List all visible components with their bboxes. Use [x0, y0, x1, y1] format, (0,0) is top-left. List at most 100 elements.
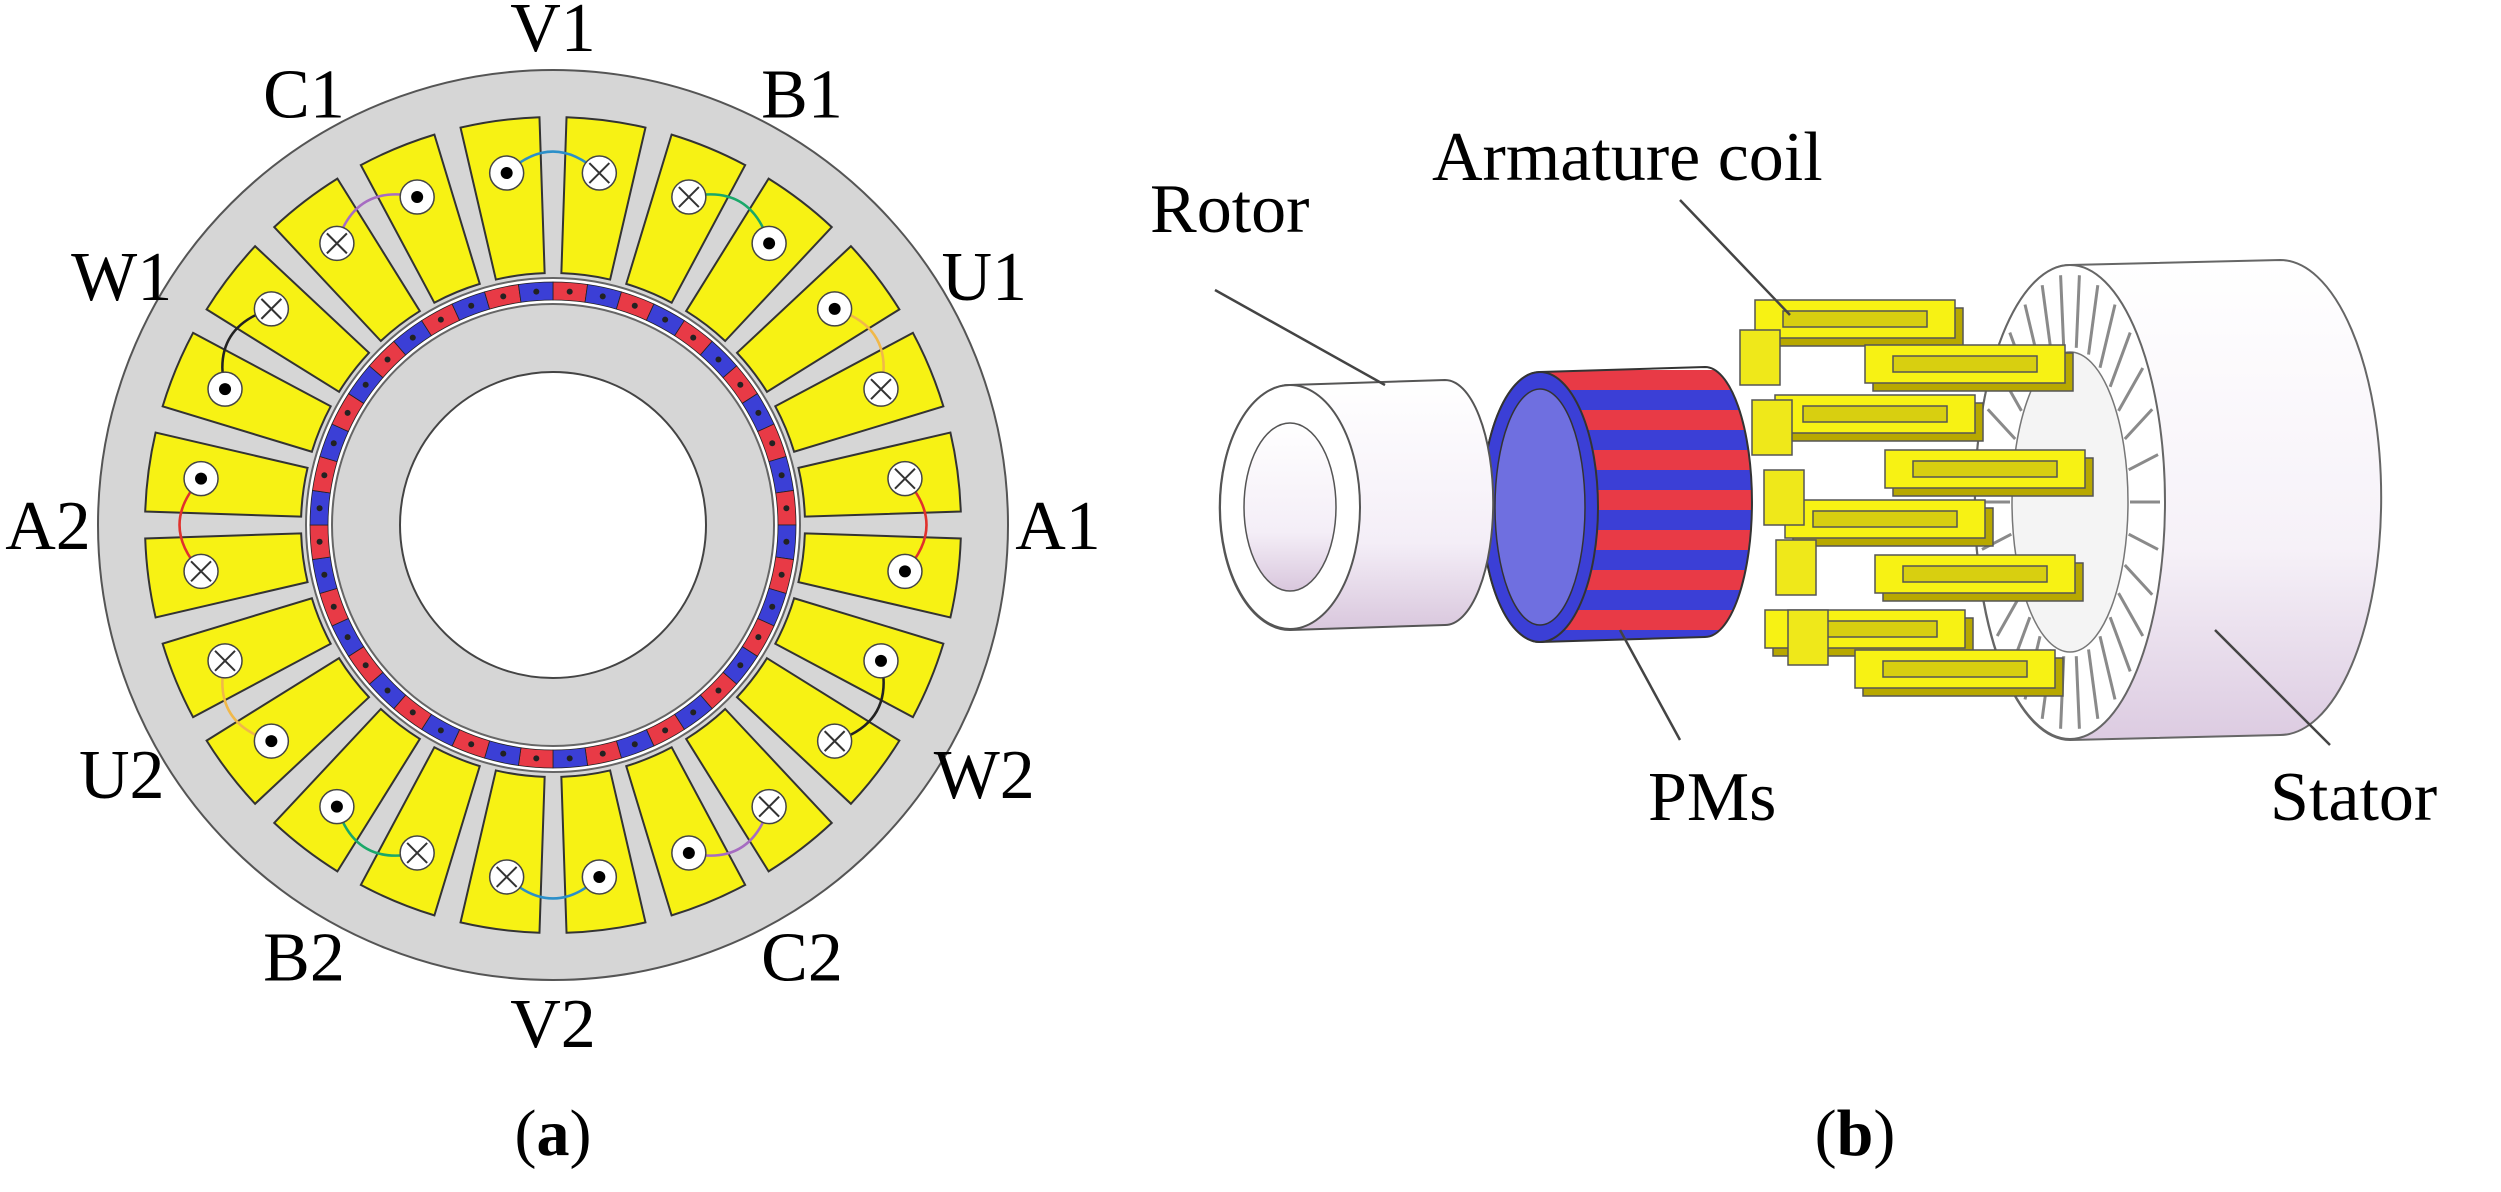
pm-arrow [384, 356, 391, 363]
phase-label-w2: W2 [934, 737, 1035, 814]
dot-mark [593, 870, 606, 883]
stator-tooth [2127, 453, 2159, 472]
stator-slot [684, 707, 834, 873]
pm-arrow [566, 288, 573, 295]
phase-label-w1: W1 [71, 239, 172, 316]
rotor-label: Rotor [1150, 171, 1309, 248]
stator-slots [144, 116, 962, 934]
caption-b: (b) [1815, 1097, 1896, 1170]
stator-slot [684, 177, 834, 343]
stator-slot [625, 133, 747, 305]
phase-label-a1: A1 [1015, 488, 1101, 565]
stator-slot [161, 331, 333, 453]
pm-arrow [769, 440, 776, 447]
pm-arrow [715, 356, 722, 363]
pm-arrow [737, 662, 744, 669]
cross-mark [758, 795, 780, 818]
coil-window [1902, 565, 2048, 583]
stator-tooth [2098, 304, 2117, 369]
pm-cylinder [1481, 365, 1753, 644]
pm-arrow [690, 709, 697, 716]
coil-window [1912, 460, 2058, 478]
stator-inner-bore [2011, 351, 2129, 653]
pm-arrow [755, 409, 762, 416]
pm-arrow [662, 316, 669, 323]
pm-arrow [362, 381, 369, 388]
pm-arrow [631, 741, 638, 748]
armature-coil-label: Armature coil [1432, 119, 1823, 196]
stator-tooth [2074, 656, 2081, 729]
phase-label-a2: A2 [5, 488, 91, 565]
winding-connections [178, 150, 928, 900]
pm-arrow [755, 634, 762, 641]
coil-end [1787, 609, 1829, 666]
phase-label-u1: U1 [941, 239, 1027, 316]
stator-tooth [2098, 635, 2117, 700]
pm-arrow [715, 687, 722, 694]
stator-label: Stator [2270, 759, 2437, 836]
rotor-leader [1214, 288, 1386, 387]
stator-slot [560, 116, 647, 281]
stator-tooth [1986, 408, 2017, 440]
pm-arrow [344, 409, 351, 416]
stator-slot [797, 532, 962, 619]
pm-arrow [384, 687, 391, 694]
pm-arrow [690, 334, 697, 341]
cross-mark [260, 298, 283, 320]
pm-arrow [566, 755, 573, 762]
pm-arrow [500, 750, 507, 757]
pm-arrow [783, 505, 790, 512]
stator-slot [773, 331, 945, 453]
pm-arrow [778, 472, 785, 479]
pm-arrow [783, 538, 790, 545]
pm-arrow [500, 293, 507, 300]
pm-arrow [330, 603, 337, 610]
phase-label-b2: B2 [263, 919, 345, 996]
caption-a-letter: a [537, 1097, 570, 1170]
pm-arrow [778, 571, 785, 578]
stator-slot [359, 745, 481, 917]
cross-mark [823, 730, 846, 752]
cross-mark [326, 232, 348, 255]
stator-tooth [2074, 275, 2081, 348]
stator-slot [144, 431, 309, 518]
dot-mark [500, 167, 513, 180]
pm-arrow [599, 750, 606, 757]
pm-arrow [330, 440, 337, 447]
coil-end [1739, 329, 1781, 386]
pm-arrow [316, 538, 323, 545]
stator-slot [735, 656, 901, 806]
phase-label-v2: V2 [510, 986, 596, 1063]
dot-mark [682, 846, 695, 859]
stator-slot [459, 116, 546, 281]
stator-tooth [2040, 284, 2053, 355]
armature-coils [1739, 299, 2094, 697]
stator-slot [459, 769, 546, 934]
pm-arrow [533, 755, 540, 762]
stator-slot [735, 244, 901, 394]
pm-arrow [409, 334, 416, 341]
stator-slot [144, 532, 309, 619]
coil-window [1812, 510, 1958, 528]
pms-leader [1618, 629, 1682, 741]
pm-arrow [316, 505, 323, 512]
dot-mark [828, 302, 841, 315]
rotor-bore [1243, 422, 1337, 592]
stator-tooth [2117, 367, 2145, 412]
dot-mark [411, 191, 424, 204]
stator-tooth [2059, 275, 2066, 348]
pm-arrow [533, 288, 540, 295]
shaft-hole [399, 371, 707, 679]
pm-arrow [468, 302, 475, 309]
cross-mark [894, 467, 916, 490]
coil-end [1775, 539, 1817, 596]
stator-slot [359, 133, 481, 305]
stator-slot [560, 769, 647, 934]
phase-label-b1: B1 [761, 57, 843, 134]
dot-mark [195, 472, 208, 485]
pm-arrow [662, 727, 669, 734]
dot-mark [763, 237, 776, 250]
caption-b-letter: b [1837, 1097, 1874, 1170]
